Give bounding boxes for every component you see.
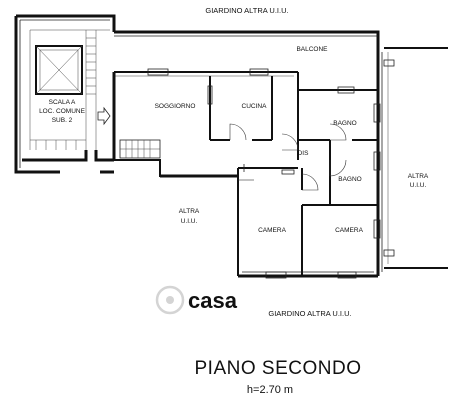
watermark-logo: casa bbox=[155, 285, 238, 315]
building-walls bbox=[14, 14, 448, 279]
other-unit-right-line1: ALTRA bbox=[408, 173, 429, 180]
bedroom-1-label: CAMERA bbox=[258, 227, 286, 234]
bedroom-2-label: CAMERA bbox=[335, 227, 363, 234]
living-room-label: SOGGIORNO bbox=[155, 103, 196, 110]
watermark-text: casa bbox=[188, 288, 238, 313]
stair-label-line2: LOC. COMUNE bbox=[39, 108, 86, 115]
bathroom-1-label: BAGNO bbox=[333, 120, 356, 127]
other-unit-right-line2: U.I.U. bbox=[410, 182, 427, 189]
top-garden-label: GIARDINO ALTRA U.I.U. bbox=[205, 6, 288, 15]
bottom-garden-label: GIARDINO ALTRA U.I.U. bbox=[268, 309, 351, 318]
stair-steps bbox=[29, 29, 110, 150]
bathroom-2-label: BAGNO bbox=[338, 176, 361, 183]
stair-label-line3: SUB. 2 bbox=[52, 117, 73, 124]
other-unit-left-line2: U.I.U. bbox=[181, 218, 198, 225]
other-unit-left-line1: ALTRA bbox=[179, 208, 200, 215]
floor-title: PIANO SECONDO bbox=[195, 358, 362, 379]
ceiling-height-note: h=2.70 m bbox=[247, 384, 293, 396]
stair-label-line1: SCALA A bbox=[49, 99, 76, 106]
hallway-label: DIS bbox=[298, 150, 310, 157]
balcony-label: BALCONE bbox=[296, 46, 328, 53]
kitchen-label: CUCINA bbox=[242, 103, 268, 110]
